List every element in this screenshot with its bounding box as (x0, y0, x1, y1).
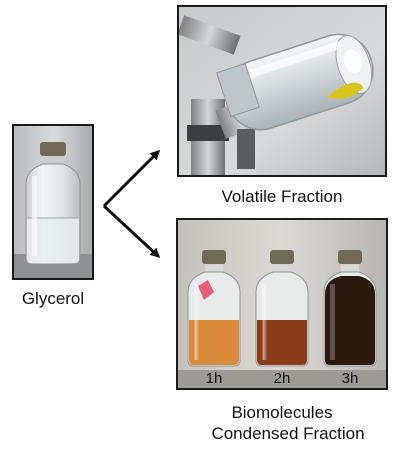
condensed-vials-illustration (178, 220, 386, 388)
vial-label-1h: 1h (205, 370, 223, 387)
vial-cap (40, 142, 66, 156)
condensed-photo: 1h 2h 3h (176, 218, 388, 390)
glycerol-vial-illustration (14, 126, 92, 278)
glycerol-caption: Glycerol (21, 289, 85, 308)
vial-1h (187, 250, 241, 367)
vial-label-3h: 3h (341, 370, 359, 387)
yellow-oil-deposit (326, 82, 364, 99)
volatile-caption: Volatile Fraction (221, 187, 343, 206)
condensed-caption-line2: Condensed Fraction (211, 424, 365, 443)
volatile-glassware-illustration (179, 7, 385, 175)
arrow-to-condensed (102, 204, 161, 259)
glycerol-photo (12, 124, 94, 280)
vial-2h (255, 250, 309, 367)
condensed-caption-line1: Biomolecules (231, 403, 333, 422)
arrow-to-volatile (102, 149, 161, 208)
vial-3h (323, 250, 377, 367)
volatile-photo (177, 5, 387, 177)
vial-label-2h: 2h (273, 370, 291, 387)
